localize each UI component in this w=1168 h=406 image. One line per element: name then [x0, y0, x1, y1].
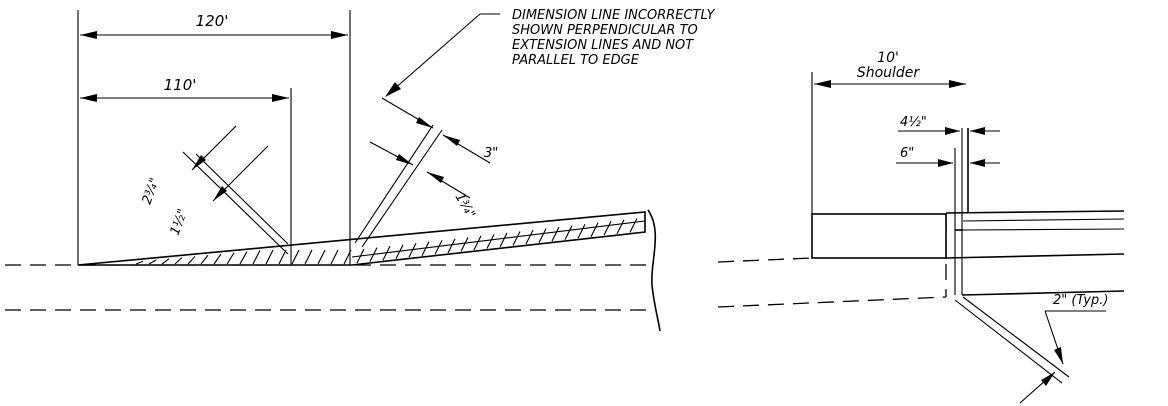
- hatch-line: [473, 235, 482, 251]
- hatch-line: [135, 260, 144, 265]
- perp-ext-line-1: [182, 151, 289, 255]
- arrowhead-icon: [945, 127, 960, 135]
- arrowhead-icon: [938, 159, 953, 167]
- arrowhead-icon: [443, 135, 460, 146]
- arrowhead-icon: [396, 154, 413, 165]
- hatch-line: [291, 249, 300, 265]
- dim-label-6: 6": [900, 146, 914, 161]
- note-leader-diagonal: [392, 13, 481, 91]
- hatch-line: [551, 226, 560, 242]
- hatch-line: [382, 245, 391, 261]
- note-line-3: EXTENSION LINES AND NOT: [512, 38, 694, 53]
- hatch-line: [317, 249, 326, 265]
- left-detail: 120' 110' 2¾" 1½" 3" 1¾" DIMENSION L: [5, 8, 715, 332]
- hatch-line: [252, 250, 261, 265]
- hatch-line: [577, 223, 586, 239]
- hatch-line: [356, 248, 365, 264]
- hatch-line: [174, 257, 183, 265]
- hatch-line: [265, 249, 274, 265]
- dim-label-2-typ: 2" (Typ.): [1053, 293, 1108, 308]
- pavement-wedge: [77, 211, 646, 266]
- arrowhead-icon: [1041, 372, 1055, 386]
- hatch-line: [330, 249, 339, 265]
- hatch-line: [499, 232, 508, 248]
- hatch-line: [460, 237, 469, 252]
- note-line-2: SHOWN PERPENDICULAR TO: [512, 23, 698, 38]
- hatch-line: [512, 231, 521, 246]
- perp-ext-line-3: [354, 124, 434, 244]
- dim-label-110: 110': [164, 76, 197, 94]
- right-dashed-line-lower: [717, 296, 947, 308]
- arrowhead-icon: [213, 186, 227, 201]
- arrowhead-icon: [970, 127, 985, 135]
- note-line-1: DIMENSION LINE INCORRECTLY: [512, 8, 715, 23]
- right-dashed-line-upper: [717, 257, 813, 263]
- wedge-hatching: [135, 218, 638, 265]
- arrowhead-icon: [416, 117, 433, 128]
- dim-label-10: 10': [877, 50, 899, 66]
- hatch-line: [616, 219, 625, 235]
- hatch-line: [590, 222, 599, 237]
- hatch-line: [213, 253, 222, 265]
- hatch-line: [421, 241, 430, 257]
- arrowhead-icon: [427, 172, 444, 183]
- typ-ext-line-1: [954, 299, 1063, 384]
- typ-ext-line-2: [962, 296, 1070, 378]
- hatch-line: [408, 242, 417, 258]
- hatch-line: [369, 247, 378, 262]
- shoulder-label: Shoulder: [857, 65, 921, 81]
- break-line: [647, 209, 661, 332]
- arrowhead-icon: [80, 94, 97, 102]
- hatch-line: [395, 244, 404, 259]
- hatch-line: [629, 218, 638, 233]
- arrowhead-icon: [814, 80, 831, 88]
- arrowhead-icon: [272, 94, 289, 102]
- hatch-line: [434, 240, 443, 255]
- arrowhead-icon: [1054, 347, 1063, 364]
- hatch-line: [148, 259, 157, 265]
- arrowhead-icon: [80, 31, 97, 39]
- hatch-line: [525, 229, 534, 245]
- dim-label-3: 3": [484, 146, 498, 161]
- hatch-line: [278, 249, 287, 265]
- pavement-bottom: [961, 290, 1125, 296]
- arrowhead-icon: [331, 31, 348, 39]
- arrowhead-icon: [192, 155, 206, 170]
- arrowhead-icon: [949, 80, 966, 88]
- hatch-line: [226, 252, 235, 265]
- arrowhead-icon: [970, 159, 985, 167]
- hatch-line: [538, 228, 547, 243]
- dim-label-4-1-2: 4½": [900, 115, 927, 130]
- hatch-line: [603, 221, 612, 236]
- hatch-line: [447, 238, 456, 254]
- note-line-4: PARALLEL TO EDGE: [512, 53, 640, 68]
- hatch-line: [200, 254, 209, 265]
- hatch-line: [486, 234, 495, 249]
- dim-label-2-3-4: 2¾": [140, 176, 163, 206]
- hatch-line: [161, 258, 170, 265]
- hatch-line: [564, 225, 573, 240]
- dim-label-1-3-4: 1¾": [452, 191, 478, 222]
- pavement-top: [945, 210, 1125, 214]
- shoulder-block: [811, 213, 947, 259]
- shoulder-bottom-extension: [945, 253, 1125, 259]
- dim-label-120: 120': [196, 12, 229, 30]
- perp-ext-line-2: [195, 153, 289, 245]
- hatch-line: [239, 251, 248, 265]
- dim-label-1-1-2: 1½": [168, 207, 191, 237]
- hatch-line: [187, 256, 196, 265]
- pavement-layer-1: [962, 218, 1125, 222]
- pavement-layer-2: [962, 228, 1125, 231]
- hatch-line: [304, 249, 313, 265]
- perp-ext-line-4: [361, 129, 443, 248]
- arrowhead-icon: [385, 82, 401, 97]
- right-detail: 10' Shoulder 4½" 6" 2" (Typ.): [717, 50, 1125, 404]
